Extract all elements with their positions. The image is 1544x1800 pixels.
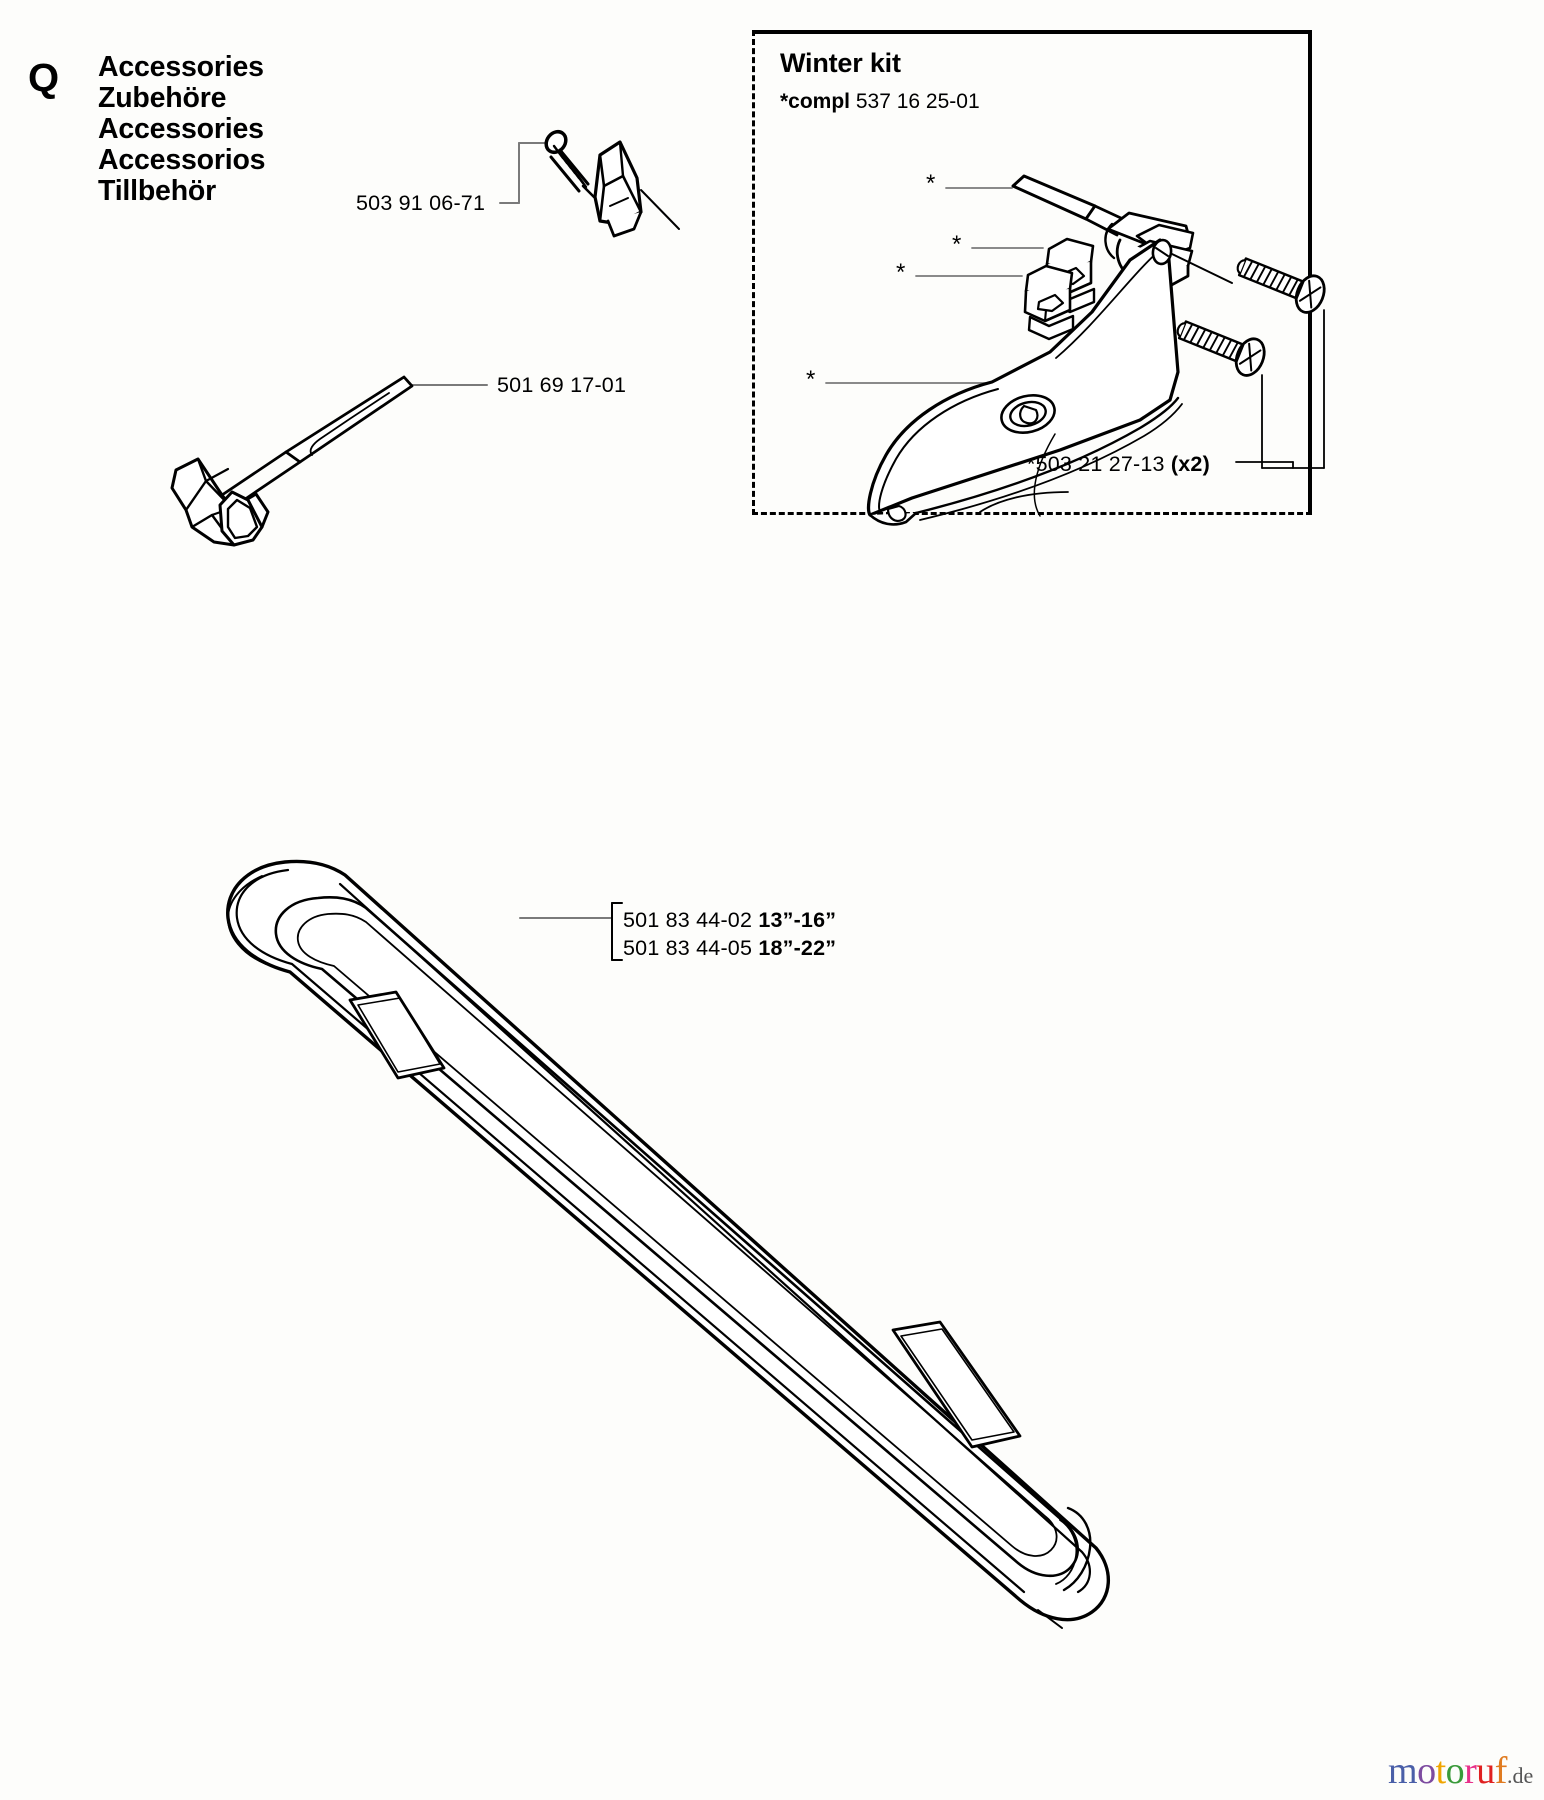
asterisk-marker-clip-upper: * <box>952 231 962 258</box>
clip-assembly-illustration <box>544 129 680 238</box>
bar-cover-large-size: 18”-22” <box>758 936 837 960</box>
winter-kit-panel: Winter kit *compl 537 16 25-01 <box>752 30 1312 515</box>
bar-cover-small-number: 501 83 44-02 <box>623 908 753 932</box>
part-number-combi-wrench: 501 69 17-01 <box>497 373 627 397</box>
combi-wrench-illustration <box>170 375 414 547</box>
asterisk-marker-handle-guard: * <box>926 170 936 197</box>
bar-cover-small-size: 13”-16” <box>758 908 837 932</box>
logo-letter-t: t <box>1435 1750 1447 1792</box>
panel-border-bottom <box>752 512 1312 515</box>
panel-border-left <box>752 30 755 515</box>
leader-line-bar-cover <box>519 902 623 961</box>
part-number-bar-cover-large: 501 83 44-05 18”-22” <box>623 936 836 961</box>
title-line-english: Accessories <box>98 51 264 83</box>
motoruf-logo: motoruf.de <box>1388 1752 1533 1790</box>
part-number-winter-kit-screws: *503 21 27-13 (x2) <box>1027 452 1210 477</box>
part-number-clip-assembly: 503 91 06-71 <box>356 191 486 215</box>
winter-screw-qty: (x2) <box>1170 452 1210 476</box>
logo-letter-f: f <box>1494 1750 1508 1792</box>
panel-border-top <box>752 30 1312 34</box>
title-line-french: Accessories <box>98 113 264 145</box>
asterisk-marker-cover: * <box>806 366 816 393</box>
logo-tld: .de <box>1506 1763 1534 1788</box>
title-line-german: Zubehöre <box>98 82 227 114</box>
logo-letter-o2: o <box>1445 1750 1465 1792</box>
logo-letter-u: u <box>1476 1750 1495 1792</box>
bar-cover-illustration <box>226 859 1111 1629</box>
panel-border-right <box>1308 30 1312 515</box>
winter-screw-number: *503 21 27-13 <box>1027 452 1165 476</box>
logo-letter-o1: o <box>1417 1750 1436 1792</box>
winter-kit-compl-number: 537 16 25-01 <box>855 90 980 113</box>
logo-letter-m: m <box>1388 1750 1418 1792</box>
title-line-swedish: Tillbehör <box>98 175 217 207</box>
title-line-spanish: Accessorios <box>98 144 266 176</box>
section-letter: Q <box>28 56 59 100</box>
page-title: Accessories Zubehöre Accessories Accesso… <box>98 52 428 207</box>
winter-kit-compl-prefix: *compl <box>780 90 851 113</box>
part-number-bar-cover-small: 501 83 44-02 13”-16” <box>623 908 836 933</box>
winter-kit-complete-part: *compl 537 16 25-01 <box>780 90 980 114</box>
winter-kit-title: Winter kit <box>780 48 901 78</box>
logo-letter-r: r <box>1464 1750 1477 1792</box>
leader-line-clip-assembly <box>499 142 553 204</box>
asterisk-marker-clip-lower: * <box>896 259 906 286</box>
bar-cover-large-number: 501 83 44-05 <box>623 936 753 960</box>
